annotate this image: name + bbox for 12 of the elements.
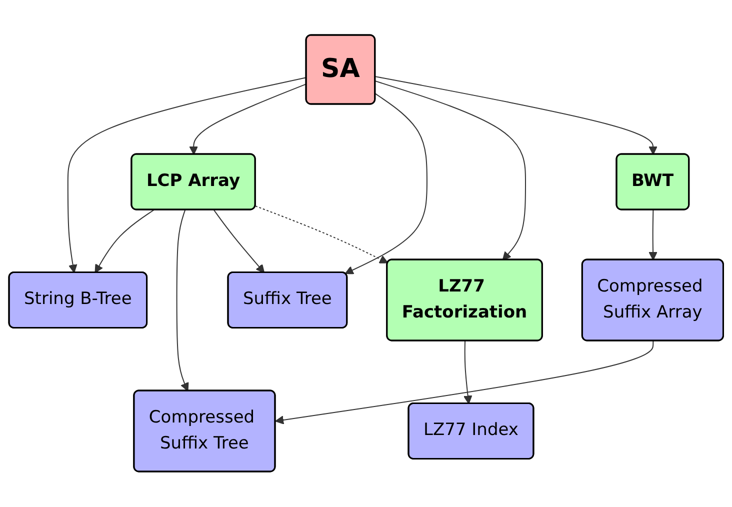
arrow — [94, 210, 154, 274]
arrow — [213, 210, 265, 274]
arrow — [254, 206, 388, 264]
arrow — [274, 340, 654, 425]
arrow — [189, 84, 307, 156]
arrow — [463, 340, 472, 404]
arrow — [344, 93, 428, 274]
arrow — [374, 80, 526, 261]
arrow — [374, 76, 658, 156]
arrow — [67, 77, 307, 274]
arrow — [648, 210, 658, 261]
arrow — [176, 210, 189, 392]
